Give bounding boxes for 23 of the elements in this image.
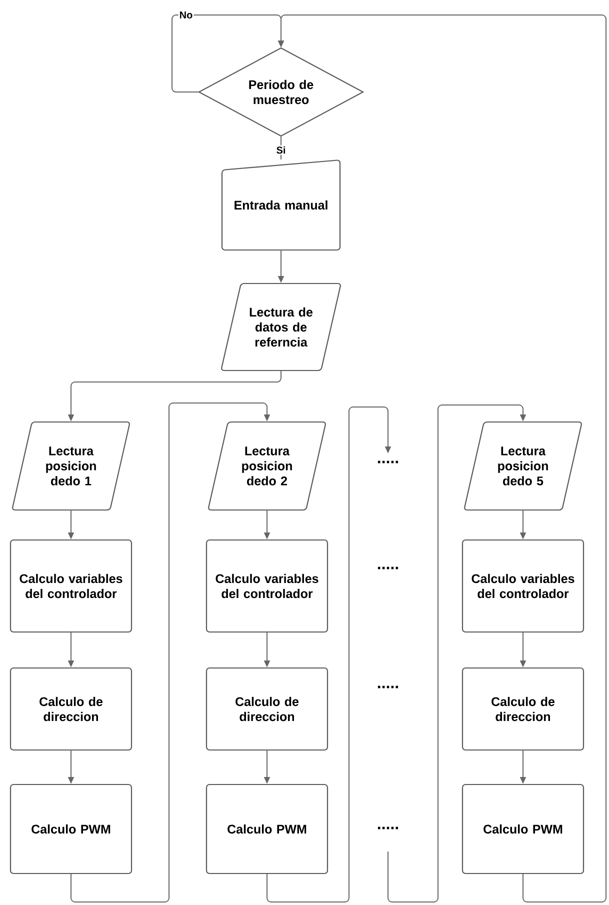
ellipsis-text: ..... <box>378 686 398 688</box>
process-box: Calculo de direccion <box>206 667 328 751</box>
input-parallelogram: Lectura posicion dedo 5 <box>464 421 582 511</box>
process-box: Calculo PWM <box>10 784 132 874</box>
ellipsis-text: ..... <box>378 460 398 464</box>
edge-label: Si <box>275 145 287 155</box>
arrow <box>388 404 526 902</box>
process-box: Calculo PWM <box>206 784 328 874</box>
arrow <box>266 406 392 902</box>
input-parallelogram: Lectura de datos de referncia <box>221 282 341 372</box>
process-box: Calculo variables del controlador <box>462 539 584 633</box>
edge-label: No <box>178 10 194 20</box>
process-box: Calculo de direccion <box>10 667 132 751</box>
ellipsis-text: ..... <box>378 826 398 830</box>
process-box: Calculo de direccion <box>462 667 584 751</box>
arrow <box>70 402 270 902</box>
process-box: Calculo PWM <box>462 784 584 874</box>
process-box: Calculo variables del controlador <box>10 539 132 633</box>
input-parallelogram: Lectura posicion dedo 2 <box>208 421 326 511</box>
ellipsis-text: ..... <box>378 566 398 570</box>
manual-input-box: Entrada manual <box>221 160 341 251</box>
process-box: Calculo variables del controlador <box>206 539 328 633</box>
input-parallelogram: Lectura posicion dedo 1 <box>12 421 130 511</box>
